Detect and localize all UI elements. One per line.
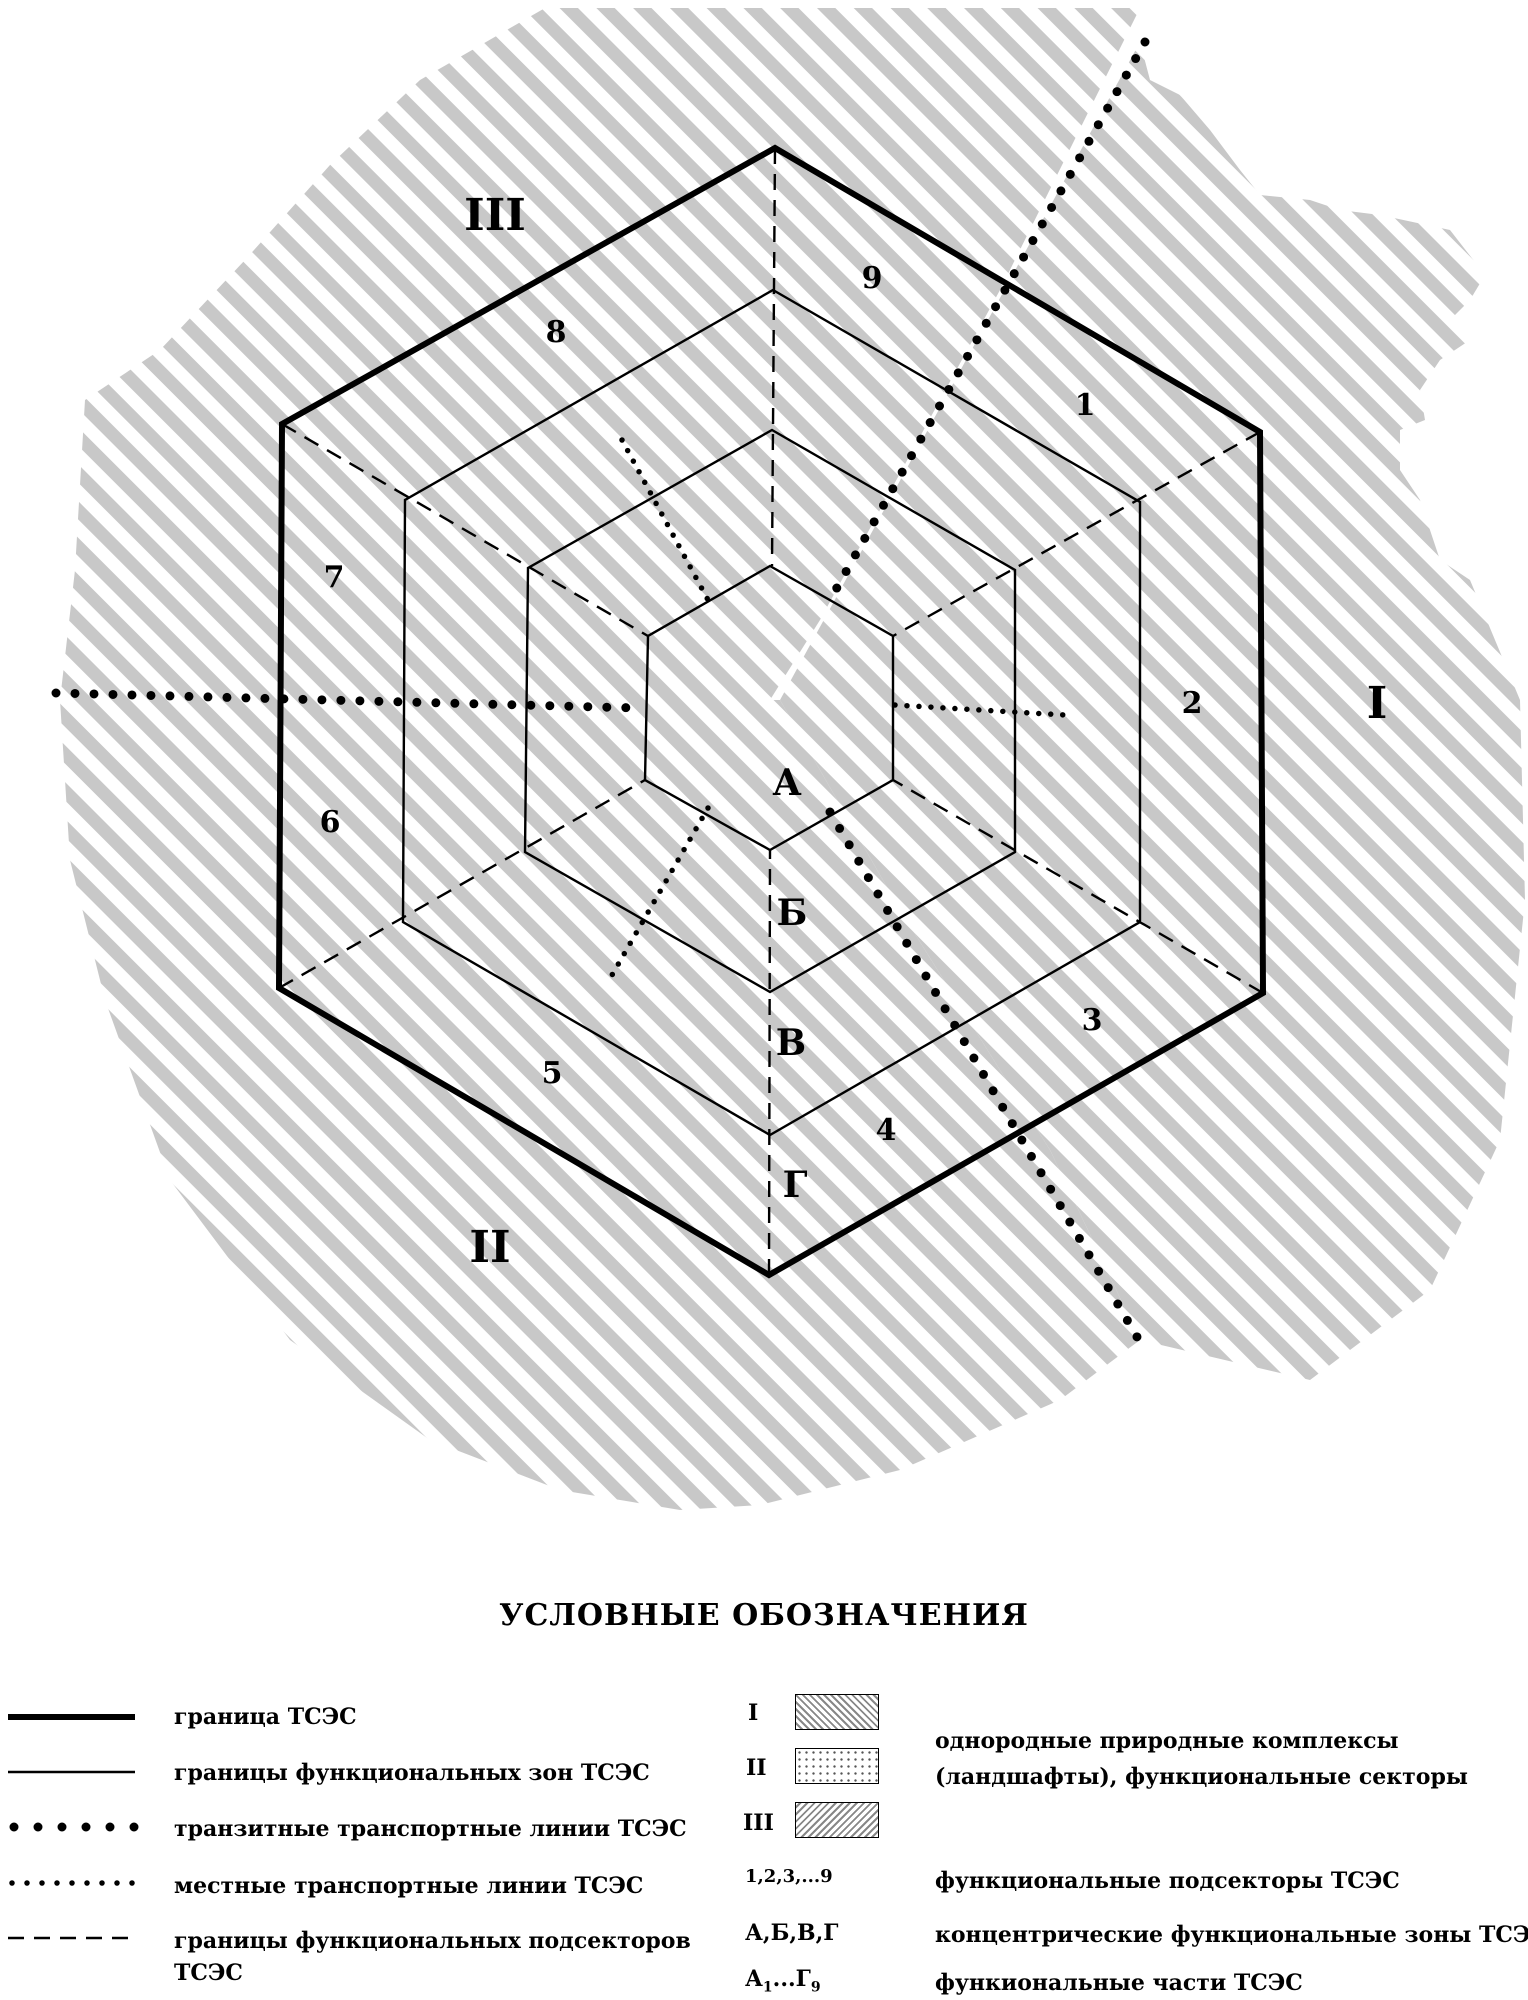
subsector-label-8: 8 — [546, 315, 567, 350]
legend-label-subsectors-2: ТСЭС — [174, 1960, 243, 1986]
legend-zones-text: концентрические функциональные зоны ТСЭС — [935, 1922, 1528, 1948]
legend-swatch-I — [795, 1694, 879, 1730]
legend-swatch-II — [795, 1748, 879, 1784]
zone-label-G: Г — [783, 1164, 808, 1206]
landscape-region-III — [60, 8, 1140, 700]
subsector-label-5: 5 — [542, 1056, 563, 1091]
landscape-region-II — [60, 700, 1140, 1510]
legend-swatch-label-III: III — [743, 1810, 774, 1836]
sector-label-III: III — [464, 190, 526, 241]
zone-label-V: В — [776, 1022, 806, 1064]
legend-label-boundary: граница ТСЭС — [174, 1704, 357, 1730]
legend-label-subsectors: границы функциональных подсекторов — [174, 1928, 691, 1954]
legend-title: УСЛОВНЫЕ ОБОЗНАЧЕНИЯ — [499, 1598, 1029, 1633]
legend-complex-text-2: (ландшафты), функциональные секторы — [935, 1764, 1468, 1790]
territorial-scheme-diagram: III I II 9 8 1 7 2 6 3 5 4 А Б В Г — [51, 8, 1525, 1510]
legend-label-zones: границы функциональных зон ТСЭС — [174, 1760, 650, 1786]
subsector-label-9: 9 — [862, 261, 883, 296]
legend-swatch-label-II: II — [746, 1755, 767, 1781]
zone-label-B: Б — [777, 892, 808, 934]
legend-parts-text: функиональные части ТСЭС — [935, 1970, 1303, 1996]
subsector-label-7: 7 — [324, 560, 345, 595]
subsector-boundaries — [278, 147, 1264, 1276]
legend-line-samples — [8, 1714, 140, 1940]
legend-complex-text-1: однородные природные комплексы — [935, 1728, 1399, 1754]
landscape-region-I — [780, 42, 1525, 1380]
legend-subsectors-key: 1,2,3,...9 — [745, 1866, 833, 1887]
legend-swatch-label-I: I — [748, 1700, 759, 1726]
legend-label-local: местные транспортные линии ТСЭС — [174, 1873, 644, 1899]
sector-label-I: I — [1367, 678, 1388, 729]
legend-swatch-III — [795, 1802, 879, 1838]
legend-zones-key: А,Б,В,Г — [745, 1920, 839, 1946]
subsector-label-6: 6 — [320, 805, 341, 840]
subsector-label-2: 2 — [1182, 686, 1203, 721]
landscape-hatching — [60, 8, 1525, 1510]
legend-parts-key: А1...Г9 — [745, 1966, 821, 1996]
legend-label-transit: транзитные транспортные линии ТСЭС — [174, 1816, 687, 1842]
transit-transport-lines — [51, 37, 1150, 1347]
local-transport-lines — [609, 437, 1068, 978]
zone-boundary-middle — [523, 428, 1017, 994]
legend-subsectors-text: функциональные подсекторы ТСЭС — [935, 1868, 1400, 1894]
sector-label-II: II — [469, 1222, 510, 1273]
zone-label-A: А — [772, 762, 801, 804]
subsector-label-4: 4 — [876, 1113, 897, 1148]
subsector-label-1: 1 — [1075, 388, 1096, 423]
subsector-label-3: 3 — [1082, 1003, 1103, 1038]
